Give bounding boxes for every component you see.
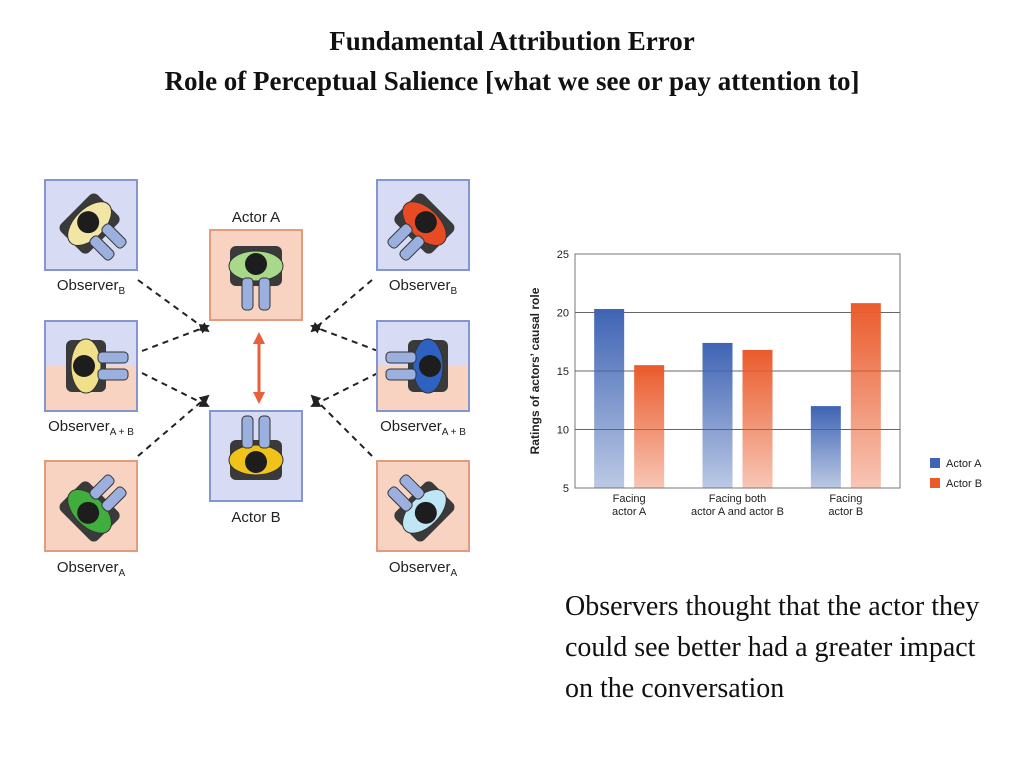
observer-ab-right-person	[385, 338, 448, 394]
y-tick-label: 15	[557, 366, 569, 378]
caption-text: Observers thought that the actor they co…	[565, 591, 980, 704]
arrow-observer-ab-left-a	[141, 324, 210, 352]
y-tick-label: 25	[557, 249, 569, 261]
observer-ab-right-panel	[376, 320, 470, 412]
actor-a-label: Actor A	[232, 209, 280, 226]
bar-actor-a	[810, 406, 841, 488]
arrow-observer-a-right	[310, 394, 373, 457]
actor-a-person	[228, 246, 284, 311]
y-axis-label: Ratings of actors’ causal role	[528, 287, 542, 454]
y-tick-label: 20	[557, 308, 569, 320]
observer-a-left-person	[59, 474, 127, 542]
bar-actor-b	[634, 365, 665, 488]
arrow-observer-ab-right-b	[310, 372, 379, 407]
bar-actor-a	[594, 308, 625, 488]
legend-label: Actor A	[946, 458, 982, 470]
y-tick-label: 5	[563, 483, 569, 495]
observer-ab-left-label: ObserverA + B	[48, 418, 134, 438]
bar-actor-b	[850, 303, 881, 488]
arrow-observer-ab-right-a	[310, 324, 379, 352]
observation-arrows	[137, 279, 379, 457]
arrow-observer-a-left	[137, 394, 210, 457]
observer-b-right-person	[387, 193, 455, 261]
observer-b-left-person	[59, 193, 127, 261]
observer-b-right-label: ObserverB	[389, 277, 458, 297]
actor-b-person	[228, 415, 284, 480]
legend-swatch	[930, 478, 940, 488]
observer-a-left-label: ObserverA	[57, 559, 126, 579]
x-tick-label: actor A and actor B	[691, 506, 784, 518]
legend-label: Actor B	[946, 478, 982, 490]
arrow-observer-b-left	[137, 279, 210, 333]
x-tick-label: Facing	[613, 493, 646, 505]
seating-diagram: Actor A Actor B ObserverB ObserverB Obse…	[44, 179, 470, 579]
x-tick-label: Facing both	[709, 493, 766, 505]
x-tick-label: actor A	[612, 506, 647, 518]
slide-subtitle: Role of Perceptual Salience [what we see…	[164, 66, 860, 96]
y-tick-label: 10	[557, 425, 569, 437]
observer-a-right-person	[387, 474, 455, 542]
bar-actor-a	[702, 342, 733, 488]
actor-b-panel	[209, 410, 303, 502]
observer-ab-right-label: ObserverA + B	[380, 418, 466, 438]
observer-ab-left-person	[66, 338, 129, 394]
arrow-observer-ab-left-b	[141, 372, 210, 407]
bar-actor-b	[742, 349, 773, 488]
x-tick-label: Facing	[829, 493, 862, 505]
legend-swatch	[930, 458, 940, 468]
actor-b-label: Actor B	[231, 509, 280, 526]
observer-a-right-label: ObserverA	[389, 559, 458, 579]
observer-b-left-label: ObserverB	[57, 277, 126, 297]
arrow-observer-b-right	[310, 279, 373, 333]
x-tick-label: actor B	[828, 506, 863, 518]
slide-title: Fundamental Attribution Error	[329, 26, 695, 56]
